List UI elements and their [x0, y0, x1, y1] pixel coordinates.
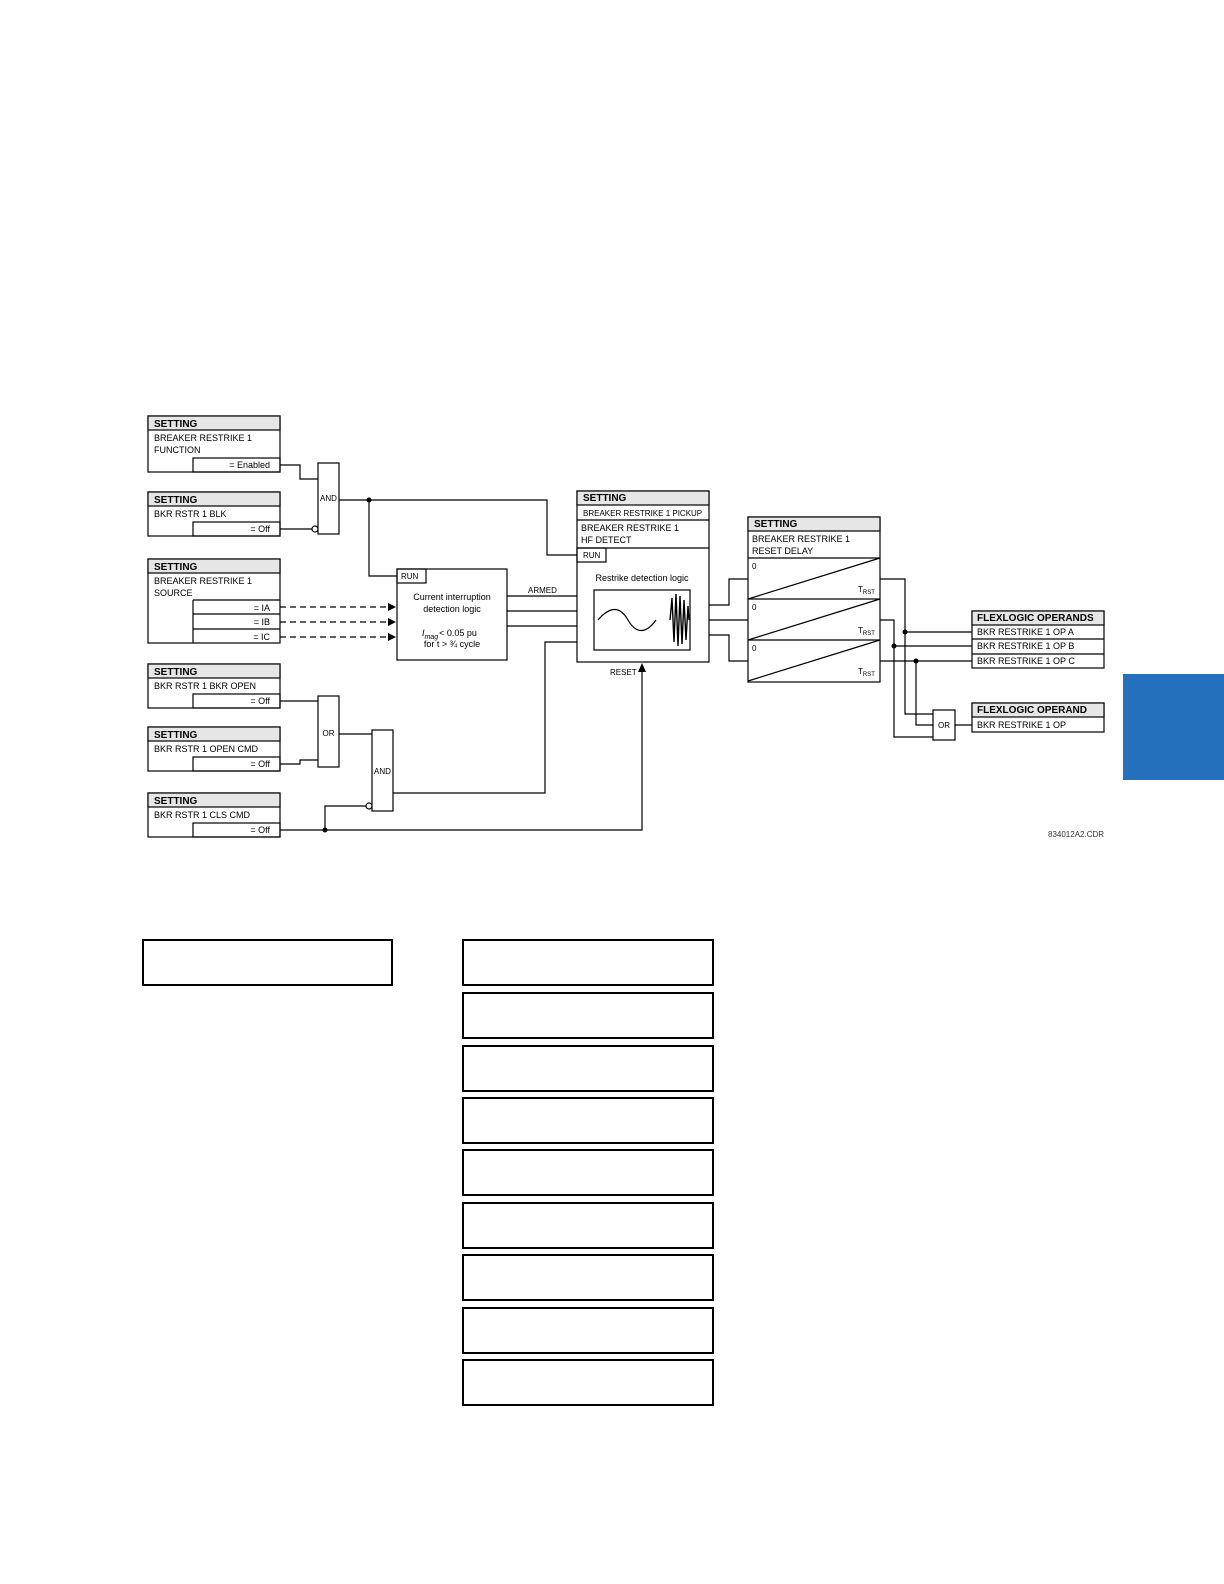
setting-blk-block — [147, 491, 281, 537]
reset-label: RESET — [610, 668, 637, 677]
operands-texts: FLEXLOGIC OPERANDS BKR RESTRIKE 1 OP A B… — [977, 613, 1094, 730]
setting-label: BREAKER RESTRIKE 1 — [752, 534, 850, 544]
block-title: Current interruption — [413, 592, 491, 602]
setting-header: SETTING — [154, 562, 198, 573]
setting-label: BKR RSTR 1 OPEN CMD — [154, 744, 259, 754]
or-gate-label: OR — [938, 721, 950, 730]
setting-value: = Enabled — [229, 460, 270, 470]
wires — [280, 464, 972, 831]
setting-header: SETTING — [154, 667, 198, 678]
setting-box — [462, 939, 714, 986]
setting-value: = IA — [254, 603, 270, 613]
setting-function-block — [147, 415, 281, 473]
setting-box — [462, 1149, 714, 1196]
operands-header: FLEXLOGIC OPERANDS — [977, 613, 1094, 624]
block-title: detection logic — [423, 604, 481, 614]
or-gate-1 — [317, 695, 340, 768]
timer-zero-label: 0 — [752, 603, 757, 612]
setting-label: HF DETECT — [581, 535, 632, 545]
restrike-detection-block — [576, 490, 710, 663]
restrike-block-texts: SETTING BREAKER RESTRIKE 1 PICKUP BREAKE… — [581, 493, 702, 583]
setting-texts: SETTING BREAKER RESTRIKE 1 FUNCTION = En… — [154, 419, 270, 835]
timer-t-label: TRST — [858, 626, 875, 637]
chapter-tab — [1123, 674, 1224, 780]
block-title: Restrike detection logic — [595, 573, 689, 583]
setting-header: SETTING — [754, 519, 798, 530]
or-gate-label: OR — [323, 729, 335, 738]
reset-delay-texts: SETTING BREAKER RESTRIKE 1 RESET DELAY 0… — [752, 519, 875, 678]
timer-zero-label: 0 — [752, 644, 757, 653]
setting-value: = IC — [253, 632, 270, 642]
setting-box — [462, 1307, 714, 1354]
setting-label: BREAKER RESTRIKE 1 PICKUP — [583, 509, 702, 518]
setting-box — [462, 1359, 714, 1406]
reset-delay-block — [747, 516, 881, 683]
setting-label: BKR RSTR 1 BKR OPEN — [154, 681, 256, 691]
timer-t-label: TRST — [858, 585, 875, 596]
setting-box — [462, 1202, 714, 1249]
flexlogic-operand-block — [971, 702, 1105, 733]
and-gate-2 — [371, 729, 394, 812]
setting-value: = IB — [254, 617, 270, 627]
run-label: RUN — [401, 572, 419, 581]
setting-label: BREAKER RESTRIKE 1 — [154, 576, 252, 586]
operand-item: BKR RESTRIKE 1 OP A — [977, 627, 1074, 637]
setting-label: BREAKER RESTRIKE 1 — [581, 523, 679, 533]
drawing-code: 834012A2.CDR — [1048, 830, 1104, 839]
operand-header: FLEXLOGIC OPERAND — [977, 705, 1087, 716]
setting-header: SETTING — [154, 495, 198, 506]
operand-item: BKR RESTRIKE 1 OP — [977, 720, 1066, 730]
timer-zero-label: 0 — [752, 562, 757, 571]
setting-label: SOURCE — [154, 588, 193, 598]
setting-label: BREAKER RESTRIKE 1 — [154, 433, 252, 443]
and-gate-1 — [317, 462, 340, 535]
current-block-texts: RUN Current interruption detection logic… — [401, 572, 491, 649]
and-gate-label: AND — [320, 494, 337, 503]
setting-label: BKR RSTR 1 CLS CMD — [154, 810, 251, 820]
setting-box — [462, 992, 714, 1039]
setting-value: = Off — [250, 825, 270, 835]
setting-cls-cmd-block — [147, 792, 281, 838]
setting-value: = Off — [250, 759, 270, 769]
setting-box — [462, 1254, 714, 1301]
and-gate-label: AND — [374, 767, 391, 776]
condition-text: Imag< 0.05 pu — [422, 628, 477, 641]
setting-label: FUNCTION — [154, 445, 201, 455]
setting-label: BKR RSTR 1 BLK — [154, 509, 227, 519]
setting-header: SETTING — [154, 796, 198, 807]
flexlogic-operands-block — [971, 610, 1105, 669]
condition-text: for t > ¾ cycle — [424, 639, 480, 649]
menu-path-box — [142, 939, 393, 986]
run-label: RUN — [583, 551, 601, 560]
setting-label: RESET DELAY — [752, 546, 813, 556]
timer-t-label: TRST — [858, 667, 875, 678]
setting-box — [462, 1045, 714, 1092]
operand-item: BKR RESTRIKE 1 OP B — [977, 641, 1074, 651]
setting-source-block — [147, 558, 281, 644]
setting-value: = Off — [250, 524, 270, 534]
operand-item: BKR RESTRIKE 1 OP C — [977, 656, 1075, 666]
setting-header: SETTING — [154, 419, 198, 430]
setting-box — [462, 1097, 714, 1144]
setting-value: = Off — [250, 696, 270, 706]
gate-labels: AND OR AND OR — [320, 494, 950, 776]
setting-header: SETTING — [583, 493, 627, 504]
armed-label: ARMED — [528, 586, 557, 595]
setting-header: SETTING — [154, 730, 198, 741]
